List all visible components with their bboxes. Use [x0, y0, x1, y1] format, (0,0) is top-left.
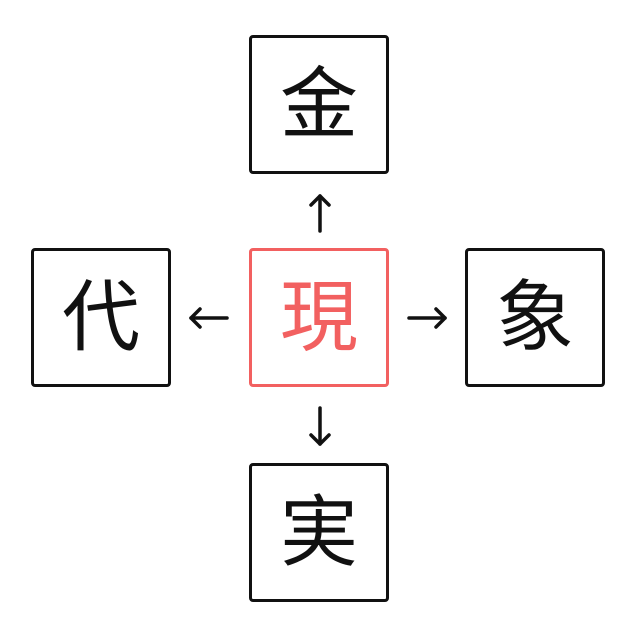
- right-kanji: 象: [495, 272, 574, 363]
- right-kanji-box: 象: [465, 248, 605, 387]
- arrow-up-icon: [309, 194, 331, 233]
- arrow-down-icon: [309, 406, 331, 446]
- arrow-left-icon: [189, 307, 229, 329]
- left-kanji-box: 代: [31, 248, 171, 387]
- top-kanji-box: 金: [249, 35, 389, 174]
- bottom-kanji-box: 実: [249, 463, 389, 602]
- bottom-kanji: 実: [279, 487, 358, 578]
- left-kanji: 代: [61, 272, 140, 363]
- top-kanji: 金: [279, 59, 358, 150]
- arrow-right-icon: [407, 307, 447, 329]
- center-kanji: 現: [279, 272, 358, 363]
- center-kanji-box: 現: [249, 248, 389, 387]
